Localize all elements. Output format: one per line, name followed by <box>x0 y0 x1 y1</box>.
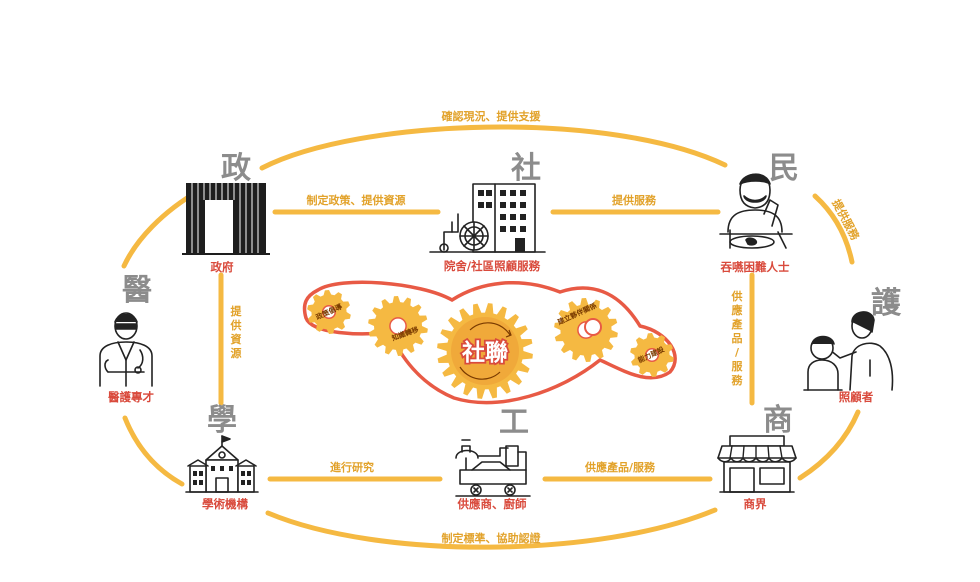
people-business-label-text: 供應產品/服務 <box>731 289 744 387</box>
gov-soc-label: 制定政策、提供資源 <box>307 193 406 207</box>
caregiver-icon <box>803 311 894 391</box>
bottom-arc-label: 制定標準、協助認證 <box>442 531 542 545</box>
gov-acad-label-text: 提供資源 <box>230 304 243 360</box>
node-label-academic: 學術機構 <box>202 497 248 511</box>
left-lower-arc-line <box>122 415 185 487</box>
node-label-suppliers: 供應商、廚師 <box>457 497 527 511</box>
bottom-arc-line <box>265 507 718 550</box>
node-label-government: 政府 <box>211 260 234 274</box>
gear-left-big <box>368 296 428 356</box>
gear-right-small <box>630 333 674 377</box>
gear-center-label: 社聯 <box>462 339 508 366</box>
hospital-wheelchair-icon <box>429 183 546 253</box>
gear-hub <box>389 317 407 335</box>
big-char-industry: 工 <box>499 405 529 440</box>
gear-hub <box>321 304 337 320</box>
industry-business-label: 供應產品/服務 <box>584 460 656 474</box>
acad-industry-label: 進行研究 <box>330 460 374 474</box>
node-label-medical-staff: 醫護專才 <box>108 390 154 404</box>
big-char-society: 社 <box>511 151 541 186</box>
gear-left-small <box>307 290 351 334</box>
school-icon <box>185 435 259 493</box>
top-arc-line <box>259 124 728 171</box>
big-char-academia: 學 <box>207 403 237 438</box>
people-business-label: 供應產品/服務 <box>731 289 744 387</box>
gear-mechanism: 政策倡導 知識轉移 社聯 建立夥伴關係 能力建設 <box>302 280 677 405</box>
big-char-care: 護 <box>871 286 902 321</box>
big-char-gov: 政 <box>221 151 251 186</box>
node-label-swallowing: 吞嚥困難人士 <box>721 260 790 274</box>
doctor-icon <box>99 312 153 387</box>
right-upper-arc-line <box>812 193 855 265</box>
drive-belt <box>302 280 677 405</box>
top-arc-label: 確認現況、提供支援 <box>442 109 542 123</box>
big-char-people: 民 <box>769 151 799 186</box>
storefront-icon <box>717 435 797 493</box>
government-building-icon <box>182 183 270 255</box>
big-char-medical: 醫 <box>122 273 152 308</box>
soc-people-label: 提供服務 <box>612 193 657 207</box>
node-label-care-services: 院舍/社區照顧服務 <box>444 259 541 273</box>
right-lower-arc-line <box>797 409 861 481</box>
big-char-business: 商 <box>763 403 793 438</box>
gear-hub <box>644 347 660 363</box>
person-eating-icon <box>719 173 793 249</box>
node-label-caregiver: 照顧者 <box>839 390 874 404</box>
gov-acad-label: 提供資源 <box>230 304 243 360</box>
node-label-business: 商界 <box>744 497 767 511</box>
factory-machine-icon <box>455 439 531 497</box>
